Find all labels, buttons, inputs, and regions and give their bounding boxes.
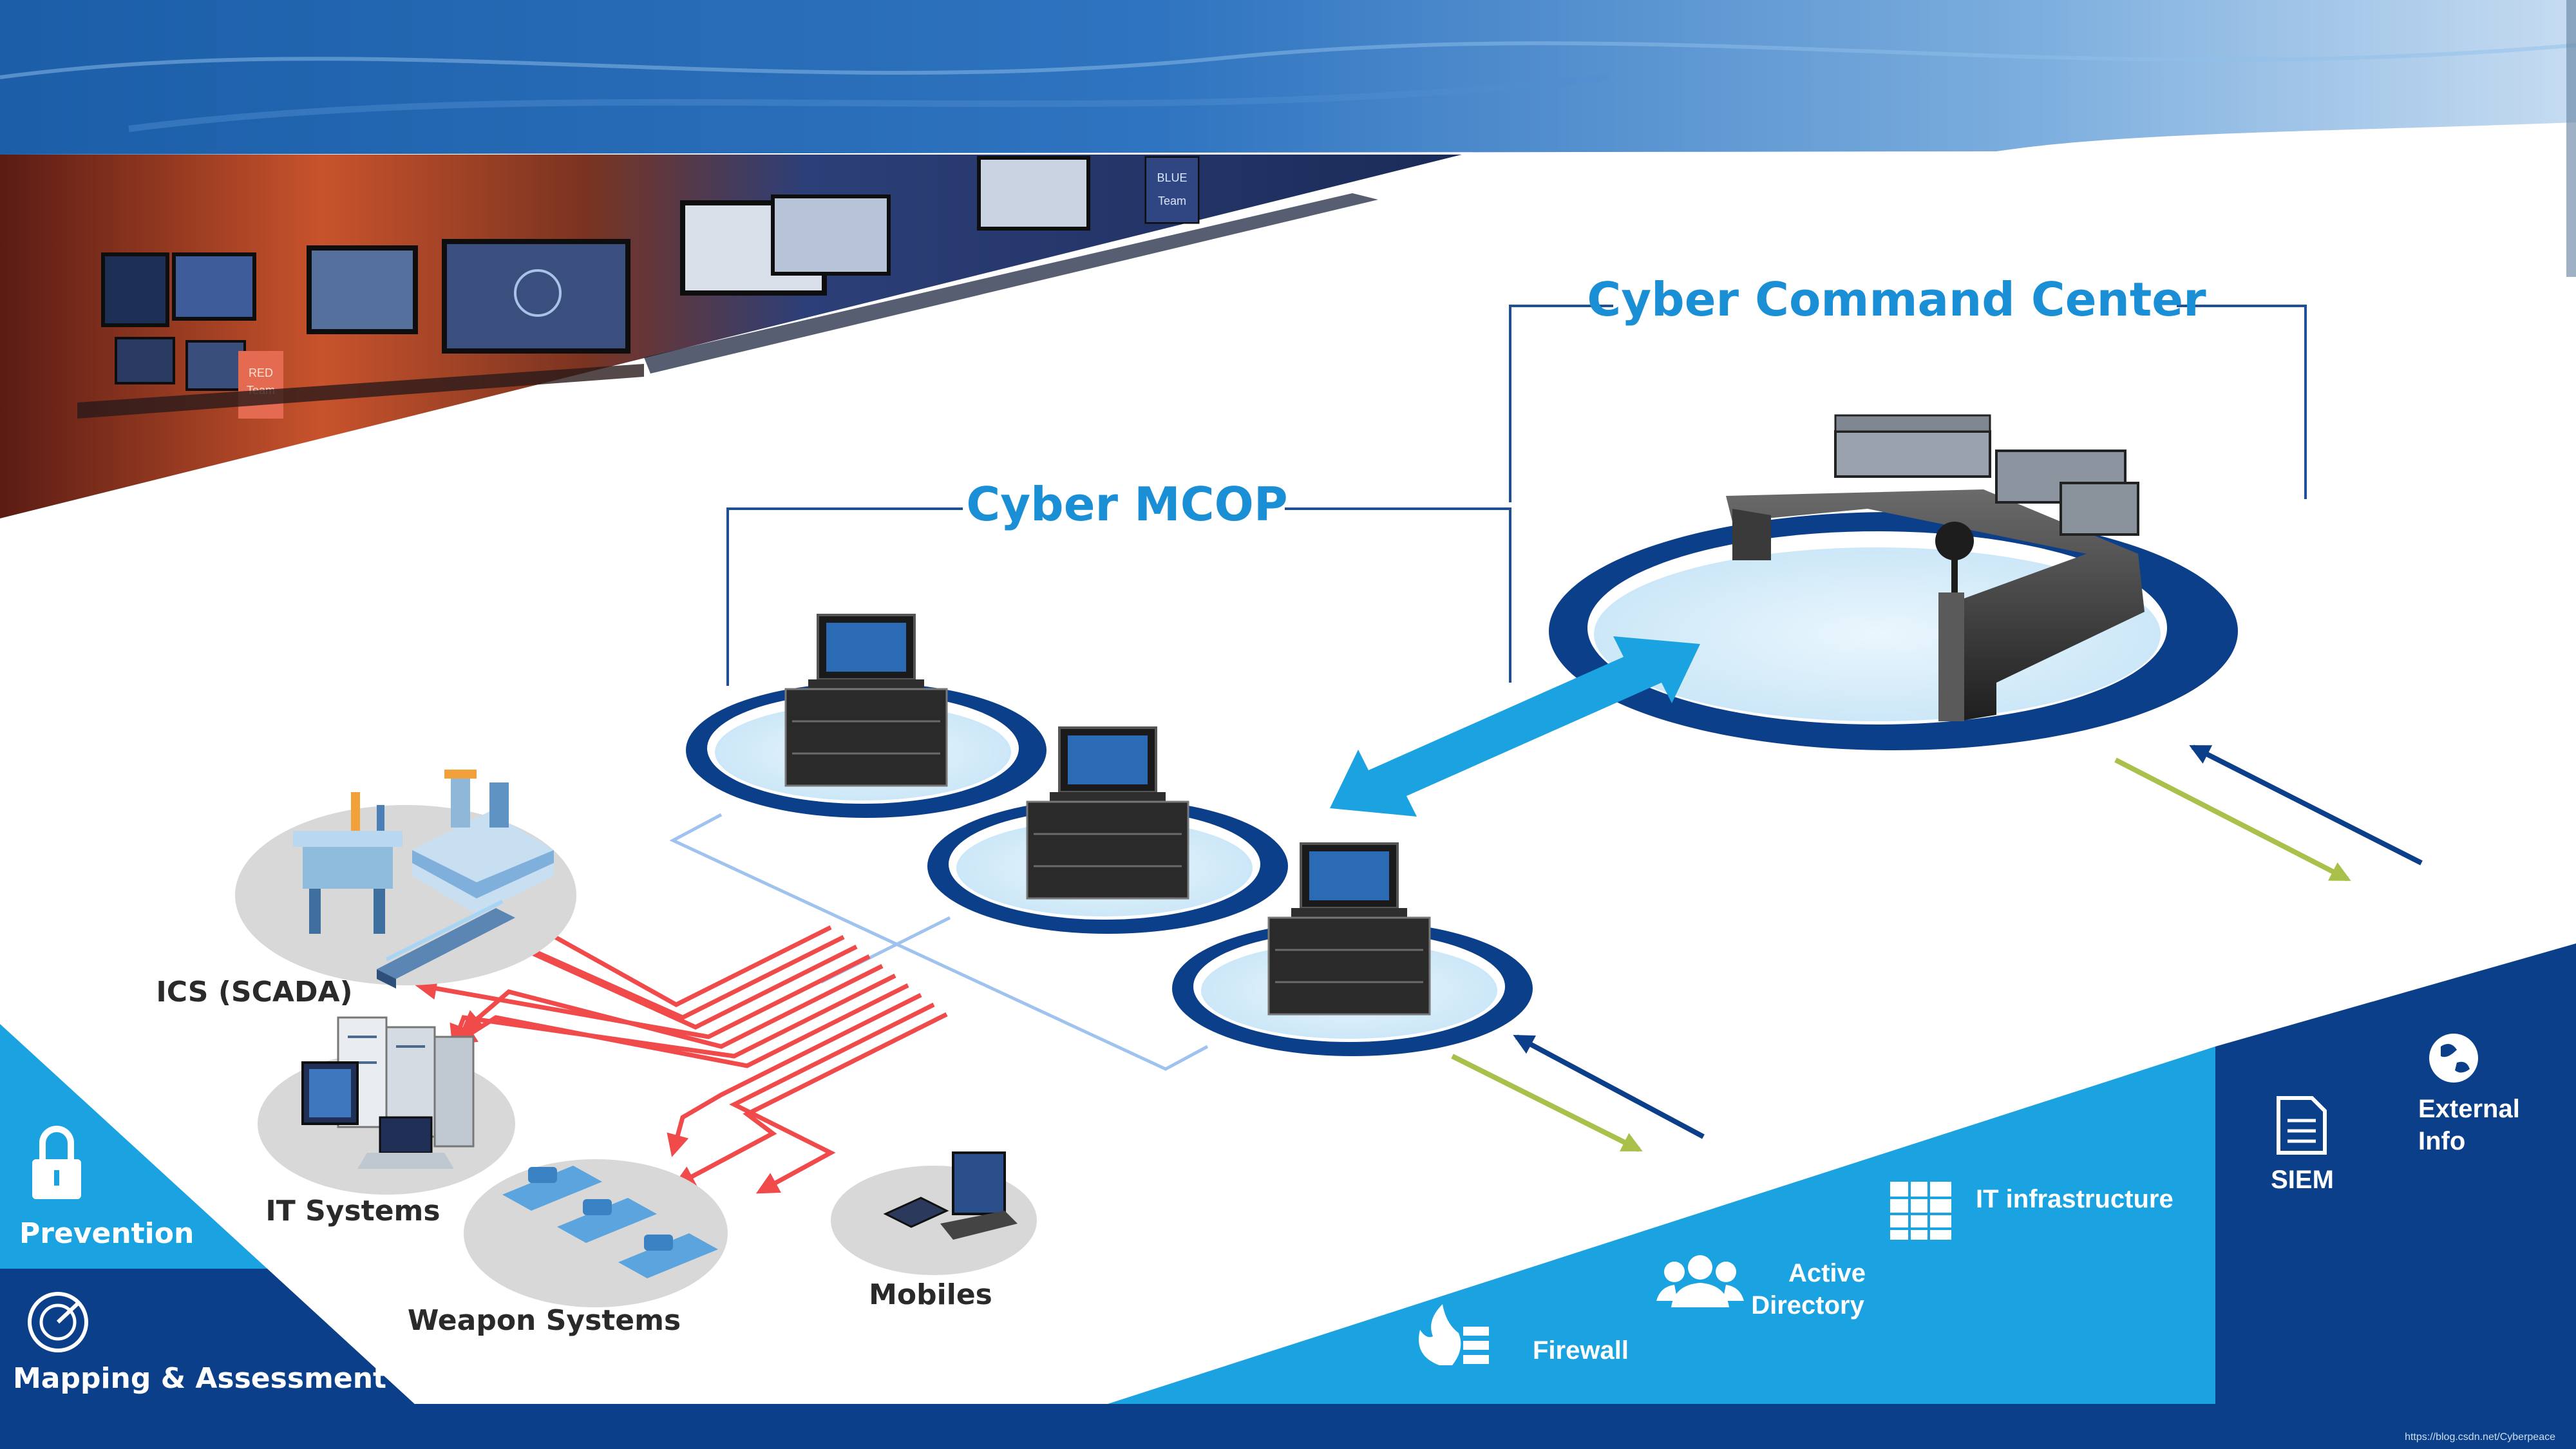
users-icon xyxy=(1656,1255,1744,1307)
weapon-systems-node: Weapon Systems xyxy=(408,1159,728,1337)
laptop-icon xyxy=(940,1151,1018,1240)
lock-icon xyxy=(32,1126,81,1199)
it-systems-node: IT Systems xyxy=(258,1016,515,1227)
blue-team-line1: BLUE xyxy=(1157,171,1187,184)
monitor-icon xyxy=(301,1061,359,1125)
prevention-item: Prevention xyxy=(19,1126,194,1250)
red-team-line1: RED xyxy=(249,366,273,379)
firewall-label: Firewall xyxy=(1533,1336,1629,1365)
external-info-line1: External xyxy=(2418,1095,2520,1123)
train-icon xyxy=(377,900,515,989)
mapping-label: Mapping & Assessment xyxy=(13,1362,386,1395)
flow-arrows-mcop xyxy=(1451,1034,1705,1152)
blue-team-sign xyxy=(1146,158,1198,222)
server-rack-icon xyxy=(1890,1182,1951,1240)
bidirectional-link-arrow xyxy=(1330,636,1700,817)
siem-item: SIEM xyxy=(2271,1096,2334,1194)
mcop-terminal-1 xyxy=(784,614,948,787)
mcop-group: Cyber MCOP xyxy=(726,477,1511,686)
top-banner xyxy=(0,0,2576,277)
blue-team-line2: Team xyxy=(1158,194,1186,207)
factory-icon xyxy=(412,770,554,914)
external-info-item: External Info xyxy=(2418,1034,2520,1155)
tablet-icon xyxy=(883,1197,949,1228)
globe-icon xyxy=(2429,1034,2478,1083)
tank-icon xyxy=(502,1166,718,1278)
it-systems-label: IT Systems xyxy=(265,1195,440,1227)
mcop-terminal-3 xyxy=(1267,842,1431,1016)
mobiles-node: Mobiles xyxy=(831,1151,1037,1311)
active-directory-line2: Directory xyxy=(1751,1291,1864,1320)
target-network-links xyxy=(414,891,948,1194)
active-directory-line1: Active xyxy=(1788,1259,1866,1287)
it-infrastructure-label: IT infrastructure xyxy=(1976,1185,2174,1213)
data-sources-band xyxy=(0,943,2576,1449)
firewall-item: Firewall xyxy=(1419,1304,1629,1365)
mcop-title: Cyber MCOP xyxy=(966,477,1287,531)
watermark: https://blog.csdn.net/Cyberpeace xyxy=(2405,1432,2555,1443)
active-directory-item: Active Directory xyxy=(1656,1255,1866,1320)
command-center-group: Cyber Command Center xyxy=(1509,272,2307,750)
it-infrastructure-item: IT infrastructure xyxy=(1890,1182,2174,1240)
ics-node: ICS (SCADA) xyxy=(156,770,576,1009)
mapping-item: Mapping & Assessment xyxy=(13,1292,386,1395)
command-console xyxy=(1726,414,2145,721)
flow-arrows-command xyxy=(2114,744,2423,882)
prevention-label: Prevention xyxy=(19,1217,194,1250)
laptop-icon xyxy=(357,1116,454,1169)
mobiles-label: Mobiles xyxy=(869,1278,992,1311)
left-panel xyxy=(0,1024,464,1449)
oil-rig-icon xyxy=(293,792,402,934)
red-team-sign xyxy=(238,351,283,419)
weapon-systems-label: Weapon Systems xyxy=(408,1304,681,1337)
ops-room-photo: RED Team BLUE Team xyxy=(0,155,1462,518)
ics-label: ICS (SCADA) xyxy=(156,976,352,1009)
document-icon xyxy=(2277,1096,2327,1155)
command-center-title: Cyber Command Center xyxy=(1587,272,2206,327)
mcop-terminal-2 xyxy=(1026,726,1189,900)
siem-label: SIEM xyxy=(2271,1166,2334,1194)
external-info-line2: Info xyxy=(2418,1127,2465,1155)
radar-icon xyxy=(28,1292,88,1352)
firewall-icon xyxy=(1419,1304,1489,1365)
